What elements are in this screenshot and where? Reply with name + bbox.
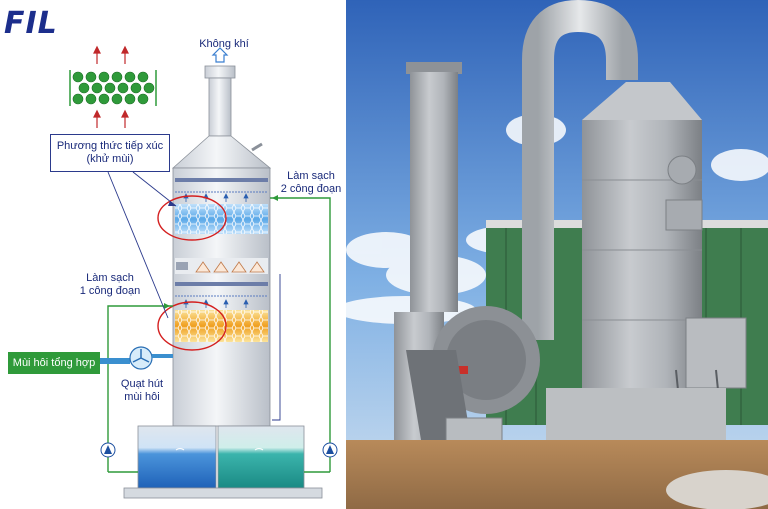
- outlet-stack: [171, 65, 272, 169]
- callout-leaders: [107, 171, 281, 421]
- source-label: Mùi hôi tổng hợp: [8, 352, 100, 374]
- contact-method-line2: (khử mùi): [86, 153, 134, 165]
- scrubber-schematic: [69, 45, 338, 499]
- clean-stage-1-label: Làm sạch 1 công đoạn: [72, 272, 148, 298]
- scrubber-diagram: FIL: [0, 0, 346, 509]
- mist-eliminator: [175, 258, 268, 274]
- fil-logo: FIL: [4, 6, 58, 41]
- installation-photo: [346, 0, 768, 509]
- outlet-arrow-icon: [211, 47, 229, 63]
- outlet-label: Không khí: [199, 38, 249, 50]
- pump-icon-right: [322, 442, 338, 458]
- highlight-ring-lower: [157, 301, 227, 351]
- highlight-ring-upper: [157, 195, 227, 241]
- clean-stage-2-line1: Làm sạch: [287, 170, 335, 182]
- pump-icon-left: [100, 442, 116, 458]
- recirculation-pipes: [107, 197, 331, 473]
- packing-media-icon: [69, 70, 157, 106]
- clean-stage-2-label: Làm sạch 2 công đoạn: [278, 170, 344, 196]
- fan-label-line1: Quạt hút: [120, 378, 164, 390]
- scrubber-photo-illustration: [346, 0, 768, 509]
- clean-stage-1-line1: Làm sạch: [86, 272, 134, 284]
- airflow-up-arrows: [93, 45, 129, 128]
- fan-label: Quạt hút mùi hôi: [110, 378, 174, 404]
- water-tanks: [123, 425, 323, 499]
- stage-1-packing-bed: [175, 310, 268, 342]
- contact-method-box: Phương thức tiếp xúc (khử mùi): [50, 134, 170, 172]
- exhaust-fan-icon: [100, 346, 173, 370]
- fan-label-line2: mùi hôi: [124, 391, 160, 403]
- clean-stage-1-line2: 1 công đoạn: [79, 285, 141, 297]
- clean-stage-2-line2: 2 công đoạn: [280, 183, 342, 195]
- contact-method-line1: Phương thức tiếp xúc: [56, 140, 164, 152]
